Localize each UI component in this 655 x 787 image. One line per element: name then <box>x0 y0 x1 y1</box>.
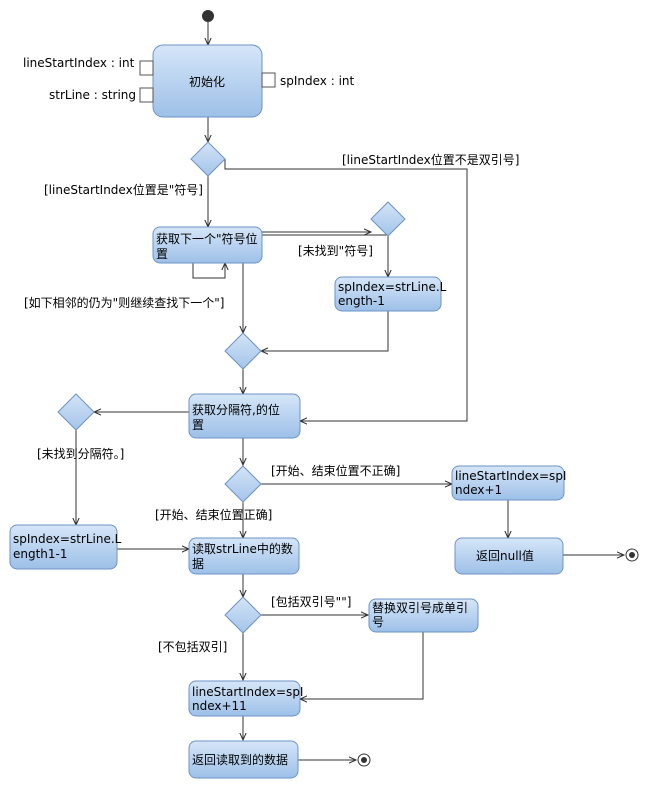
action-return-data[interactable]: 返回读取到的数据 <box>188 740 299 779</box>
action-set-start-index-1-line1: lineStartIndex=spI <box>455 469 566 483</box>
action-sp-index-length1-line1: spIndex=strLine.L <box>13 532 122 546</box>
decision-quote-found <box>370 201 406 237</box>
guard-range-valid: [开始、结束位置正确] <box>155 507 272 522</box>
pin-str-line <box>139 87 154 103</box>
action-set-start-index-1[interactable]: lineStartIndex=spI ndex+1 <box>451 465 566 501</box>
action-init[interactable]: 初始化 <box>152 44 263 118</box>
action-find-next-quote-line2: 置 <box>156 247 168 261</box>
action-read-data[interactable]: 读取strLine中的数 据 <box>188 537 300 575</box>
edges <box>76 22 624 760</box>
edge-spindex-merge <box>261 311 389 351</box>
guard-not-quote: [lineStartIndex位置不是双引号] <box>342 152 519 167</box>
action-find-next-quote[interactable]: 获取下一个"符号位 置 <box>152 226 263 264</box>
edge-decision1-get-separator <box>224 159 468 421</box>
guard-no-quotes: [不包括双引] <box>158 639 227 654</box>
guard-is-quote: [lineStartIndex位置是"符号] <box>44 182 203 197</box>
pin-str-line-label: strLine : string <box>49 88 136 102</box>
action-replace-quotes[interactable]: 替换双引号成单引 号 <box>368 598 479 633</box>
pin-sp-index <box>261 72 276 88</box>
action-set-start-index-1-line2: ndex+1 <box>455 483 502 497</box>
pin-sp-index-label: spIndex : int <box>280 74 355 88</box>
final-node-data <box>357 753 371 767</box>
action-set-start-index-11-line1: lineStartIndex=spI <box>192 685 303 699</box>
guard-adjacent-quote: [如下相邻的仍为"则继续查找下一个"] <box>24 295 224 310</box>
action-read-data-line2: 据 <box>192 557 204 571</box>
final-node-null <box>625 548 639 562</box>
action-set-start-index-11-line2: ndex+11 <box>192 699 247 713</box>
guard-quote-not-found: [未找到"符号] <box>298 243 373 258</box>
initial-node <box>202 10 214 22</box>
action-find-next-quote-line1: 获取下一个"符号位 <box>156 231 258 246</box>
decision-contains-quotes <box>224 596 262 634</box>
action-get-separator-line2: 置 <box>192 418 204 432</box>
edge-replace-set-start11 <box>300 632 424 699</box>
decision-range-check <box>224 465 262 503</box>
pin-line-start-index-label: lineStartIndex : int <box>23 56 135 70</box>
action-replace-quotes-line2: 号 <box>372 615 384 629</box>
action-read-data-line1: 读取strLine中的数 <box>192 541 293 556</box>
guard-separator-not-found: [未找到分隔符。] <box>37 446 124 461</box>
edge-find-quote-self-loop <box>192 263 225 279</box>
action-sp-index-length-line2: ength-1 <box>338 294 385 308</box>
merge-node <box>224 332 262 370</box>
edge-find-quote-decision2 <box>262 234 389 236</box>
action-return-data-label: 返回读取到的数据 <box>192 752 288 767</box>
decision-quote-check <box>190 141 226 177</box>
pin-line-start-index <box>139 60 154 76</box>
decision-separator-found <box>57 393 95 431</box>
action-sp-index-length1[interactable]: spIndex=strLine.L ength1-1 <box>9 524 122 570</box>
action-get-separator-line1: 获取分隔符,的位 <box>192 402 280 417</box>
action-return-null[interactable]: 返回null值 <box>454 537 564 575</box>
guard-range-invalid: [开始、结束位置不正确] <box>271 463 400 478</box>
action-replace-quotes-line1: 替换双引号成单引 <box>372 601 468 615</box>
guard-contains-quotes: [包括双引号""] <box>271 594 351 609</box>
action-sp-index-length1-line2: ength1-1 <box>13 547 68 561</box>
action-sp-index-length-line1: spIndex=strLine.L <box>338 280 447 294</box>
action-sp-index-length[interactable]: spIndex=strLine.L ength-1 <box>334 276 447 312</box>
action-get-separator[interactable]: 获取分隔符,的位 置 <box>188 393 301 439</box>
action-init-label: 初始化 <box>189 75 225 89</box>
action-set-start-index-11[interactable]: lineStartIndex=spI ndex+11 <box>188 680 303 717</box>
action-return-null-label: 返回null值 <box>476 548 534 563</box>
